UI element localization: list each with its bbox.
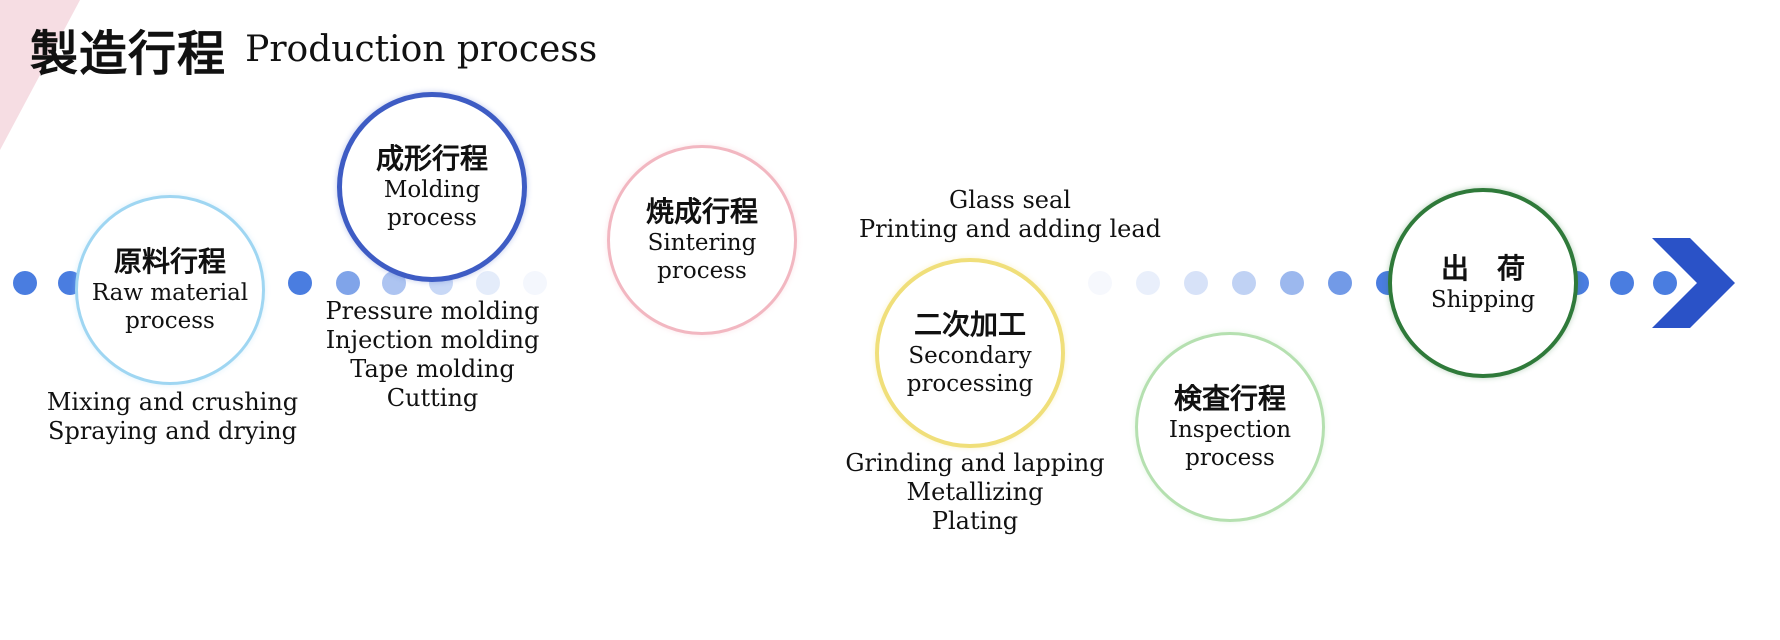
step-sintering-en-1: Sintering	[647, 230, 757, 256]
step-shipping-en: Shipping	[1430, 287, 1536, 313]
step-sintering-jp: 焼成行程	[645, 195, 758, 228]
note-line: Plating	[931, 507, 1019, 535]
step-secondary-jp: 二次加工	[913, 308, 1026, 341]
step-molding-en-2: process	[387, 205, 477, 231]
flow-dot	[1232, 271, 1256, 295]
step-shipping-jp: 出 荷	[1440, 252, 1525, 285]
note-line: Mixing and crushing	[46, 388, 299, 416]
step-raw-material-en-1: Raw material	[91, 280, 249, 306]
note-line: Tape molding	[350, 355, 515, 383]
flow-dot	[1653, 271, 1677, 295]
title-japanese: 製造行程	[30, 26, 227, 82]
flow-dot	[288, 271, 312, 295]
flow-dot	[1184, 271, 1208, 295]
step-molding: 成形行程 Molding process	[337, 92, 527, 282]
step-inspection-jp: 検査行程	[1173, 382, 1286, 415]
corner-decoration	[0, 0, 80, 150]
step-raw-material: 原料行程 Raw material process	[75, 195, 265, 385]
step-raw-material-jp: 原料行程	[113, 245, 226, 278]
flow-dot	[1610, 271, 1634, 295]
note-raw-material: Mixing and crushing Spraying and drying	[20, 388, 325, 446]
flow-dots	[13, 271, 1677, 295]
step-molding-jp: 成形行程	[375, 142, 488, 175]
step-secondary: 二次加工 Secondary processing	[875, 258, 1065, 448]
step-inspection-en-2: process	[1185, 445, 1275, 471]
flow-dot	[382, 271, 406, 295]
step-molding-en-1: Molding	[383, 177, 481, 203]
note-line: Grinding and lapping	[845, 449, 1105, 477]
flow-dot	[1280, 271, 1304, 295]
page-title: 製造行程 Production process	[30, 14, 597, 84]
step-sintering-en-2: process	[657, 258, 747, 284]
note-secondary-bottom: Grinding and lapping Metallizing Plating	[820, 449, 1130, 536]
flow-dot	[476, 271, 500, 295]
step-inspection-en-1: Inspection	[1168, 417, 1292, 443]
flow-dot	[1088, 271, 1112, 295]
step-raw-material-en-2: process	[125, 308, 215, 334]
step-secondary-en-1: Secondary	[908, 343, 1032, 369]
step-inspection: 検査行程 Inspection process	[1135, 332, 1325, 522]
note-line: Printing and adding lead	[859, 215, 1161, 243]
step-secondary-en-2: processing	[906, 371, 1034, 397]
note-line: Metallizing	[906, 478, 1044, 506]
flow-dot	[523, 271, 547, 295]
note-secondary-top: Glass seal Printing and adding lead	[840, 186, 1180, 244]
step-sintering: 焼成行程 Sintering process	[607, 145, 797, 335]
flow-dot	[13, 271, 37, 295]
flow-dot	[336, 271, 360, 295]
note-line: Cutting	[386, 384, 479, 412]
flow-dot	[1136, 271, 1160, 295]
note-line: Glass seal	[949, 186, 1071, 214]
title-english: Production process	[245, 28, 598, 70]
flow-dot	[1328, 271, 1352, 295]
note-molding: Pressure molding Injection molding Tape …	[300, 297, 565, 413]
note-line: Pressure molding	[325, 297, 540, 325]
note-line: Spraying and drying	[48, 417, 297, 445]
arrow-head-icon	[1652, 238, 1735, 328]
step-shipping: 出 荷 Shipping	[1388, 188, 1578, 378]
note-line: Injection molding	[325, 326, 540, 354]
